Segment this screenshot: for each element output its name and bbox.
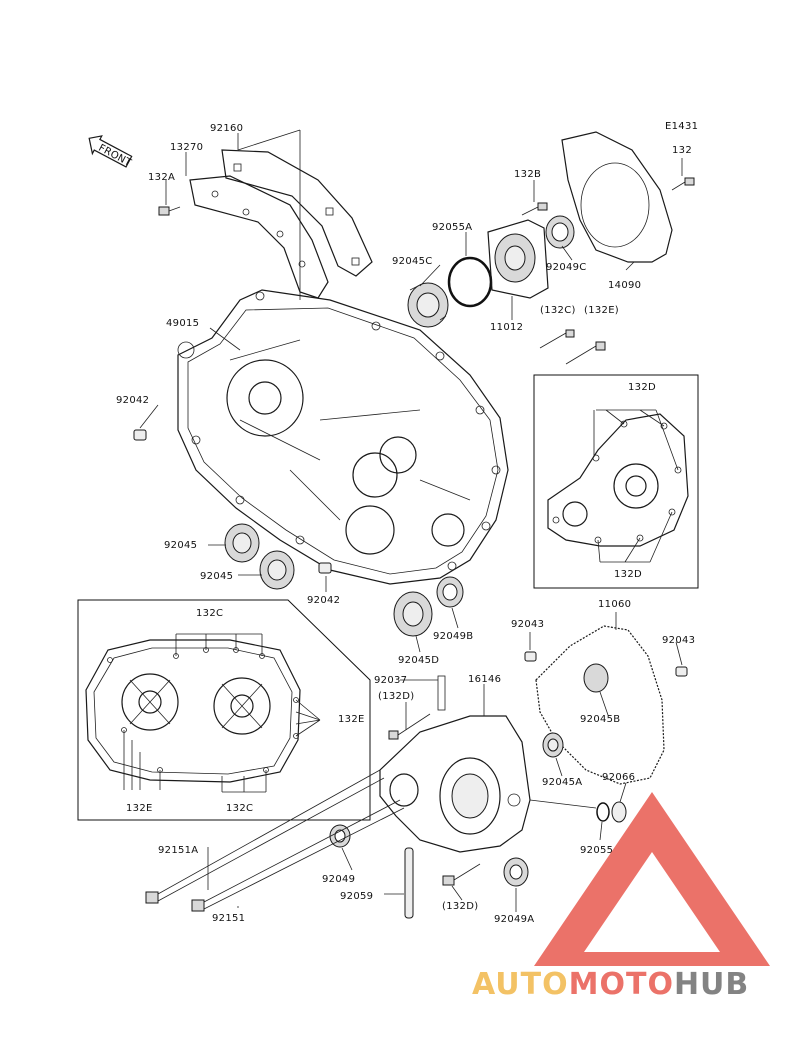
label-132D-paren-b: (132D) bbox=[442, 901, 478, 912]
label-92037: 92037 bbox=[374, 675, 407, 686]
bearing-92045A bbox=[542, 732, 564, 758]
plug-92066 bbox=[611, 801, 627, 823]
bearing-92045-a bbox=[224, 523, 260, 563]
seal-92049C bbox=[545, 215, 575, 249]
leader-lines bbox=[139, 129, 683, 912]
label-92045C: 92045C bbox=[392, 256, 433, 267]
part-labels: 92160 13270 132A 132 132B 92055A 92045C … bbox=[116, 123, 695, 925]
cover-14090 bbox=[561, 131, 673, 263]
label-132: 132 bbox=[672, 145, 692, 156]
bearing-92045-b bbox=[259, 550, 295, 590]
watermark-logo: AUTOMOTOHUB bbox=[472, 792, 770, 1002]
label-92055A: 92055A bbox=[432, 222, 472, 233]
watermark-text: AUTOMOTOHUB bbox=[472, 967, 749, 1002]
crankcase-49015 bbox=[177, 289, 509, 585]
label-92042-upper: 92042 bbox=[116, 395, 149, 406]
bolt-132A bbox=[158, 206, 181, 216]
dowel-92042-lower bbox=[318, 562, 332, 574]
shaft-92059 bbox=[404, 847, 414, 919]
watermark-moto: MOTO bbox=[569, 967, 674, 1002]
inset-132C-132E bbox=[77, 599, 371, 821]
label-92043-b: 92043 bbox=[662, 635, 695, 646]
gasket-11060 bbox=[535, 625, 665, 785]
bolt-132E-upper bbox=[565, 341, 606, 365]
label-92045D: 92045D bbox=[398, 655, 439, 666]
label-92049A: 92049A bbox=[494, 914, 534, 925]
bearing-92045C bbox=[407, 282, 449, 328]
label-132E-bottom: 132E bbox=[126, 803, 153, 814]
label-132C-top: 132C bbox=[196, 608, 223, 619]
label-13270: 13270 bbox=[170, 142, 203, 153]
label-132B: 132B bbox=[514, 169, 541, 180]
label-92042-lower: 92042 bbox=[307, 595, 340, 606]
label-132D-paren-a: (132D) bbox=[378, 691, 414, 702]
bearing-92045D bbox=[393, 591, 433, 637]
label-92059: 92059 bbox=[340, 891, 373, 902]
label-92045B: 92045B bbox=[580, 714, 620, 725]
inset-132D bbox=[533, 374, 699, 589]
label-16146: 16146 bbox=[468, 674, 501, 685]
diagram-id: E1431 bbox=[665, 121, 698, 132]
front-arrow-icon: FRONT bbox=[88, 135, 134, 170]
label-92045-b: 92045 bbox=[200, 571, 233, 582]
watermark-auto: AUTO bbox=[472, 967, 569, 1002]
label-92066: 92066 bbox=[602, 772, 635, 783]
label-11060: 11060 bbox=[598, 599, 631, 610]
label-132C-paren: (132C) bbox=[540, 305, 576, 316]
label-132D-box-bottom: 132D bbox=[614, 569, 642, 580]
seal-92049A bbox=[503, 857, 529, 887]
bolt-132 bbox=[671, 177, 695, 191]
label-92049B: 92049B bbox=[433, 631, 473, 642]
crankcase-half-16146 bbox=[379, 715, 531, 853]
lever-92037 bbox=[437, 675, 446, 711]
o-ring-92055A bbox=[447, 256, 493, 308]
label-132E-paren: (132E) bbox=[584, 305, 619, 316]
bolt-92151 bbox=[191, 799, 405, 912]
label-92049C: 92049C bbox=[546, 262, 587, 273]
label-92045A: 92045A bbox=[542, 777, 582, 788]
label-132C-bottom: 132C bbox=[226, 803, 253, 814]
bolt-132D-a bbox=[388, 713, 431, 740]
label-14090: 14090 bbox=[608, 280, 641, 291]
label-11012: 11012 bbox=[490, 322, 523, 333]
label-132D-box-top: 132D bbox=[628, 382, 656, 393]
bolt-132C-upper bbox=[539, 329, 575, 349]
bolt-92151A bbox=[145, 769, 385, 904]
dowel-92043-a bbox=[524, 651, 537, 662]
label-92049: 92049 bbox=[322, 874, 355, 885]
label-49015: 49015 bbox=[166, 318, 199, 329]
label-132E-side: 132E bbox=[338, 714, 365, 725]
label-92043-a: 92043 bbox=[511, 619, 544, 630]
label-92045-a: 92045 bbox=[164, 540, 197, 551]
label-132A: 132A bbox=[148, 172, 175, 183]
front-label: FRONT bbox=[96, 143, 133, 170]
bolt-132B bbox=[521, 202, 548, 216]
seal-92049B bbox=[436, 576, 464, 608]
label-92151A: 92151A bbox=[158, 845, 198, 856]
label-92160: 92160 bbox=[210, 123, 243, 134]
guide-plate-13270 bbox=[189, 175, 329, 299]
dowel-92043-b bbox=[675, 666, 688, 677]
label-92055: 92055 bbox=[580, 845, 613, 856]
bolt-132D-b bbox=[442, 863, 481, 886]
watermark-hub: HUB bbox=[674, 967, 749, 1002]
guide-plate-92160 bbox=[221, 149, 373, 277]
o-ring-92055 bbox=[596, 802, 610, 822]
dowel-92042-upper bbox=[133, 429, 147, 441]
bearing-housing-11012 bbox=[487, 219, 549, 299]
label-92151: 92151 bbox=[212, 913, 245, 924]
